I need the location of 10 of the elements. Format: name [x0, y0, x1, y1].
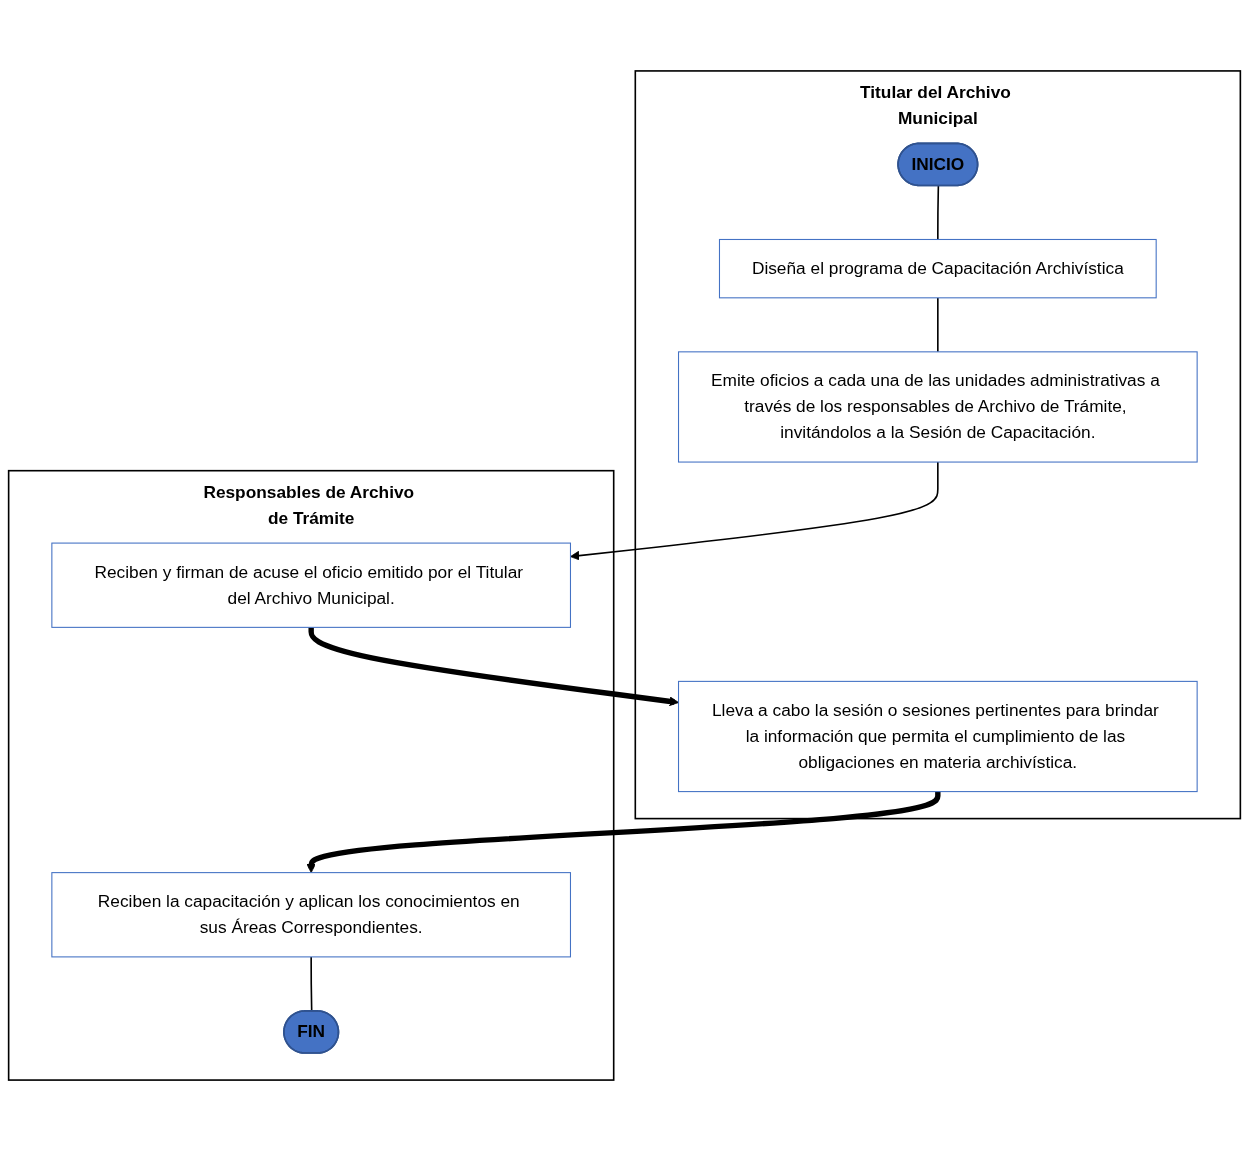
connector [937, 185, 940, 241]
node-box: Emite oficios a cada una de las unidades administrativas a través de los responsables de Archivo de Trámite, invitándolos a la Sesión de Capacitación. [678, 351, 1198, 463]
connector [937, 297, 939, 353]
node-box: Reciben la capacitación y aplican los conocimientos en sus Áreas Correspondientes. [51, 872, 571, 958]
arrow [308, 627, 679, 707]
arrow [570, 461, 939, 561]
node-box: Reciben y firman de acuse el oficio emitido por el Titular del Archivo Municipal. [51, 542, 571, 628]
node-box: Diseña el programa de Capacitación Archivística [718, 238, 1157, 299]
node-box: Lleva a cabo la sesión o sesiones pertinentes para brindar la información que permita el cumplimiento de las obligaciones en materia archivística. [678, 680, 1198, 793]
arrow [306, 791, 941, 874]
